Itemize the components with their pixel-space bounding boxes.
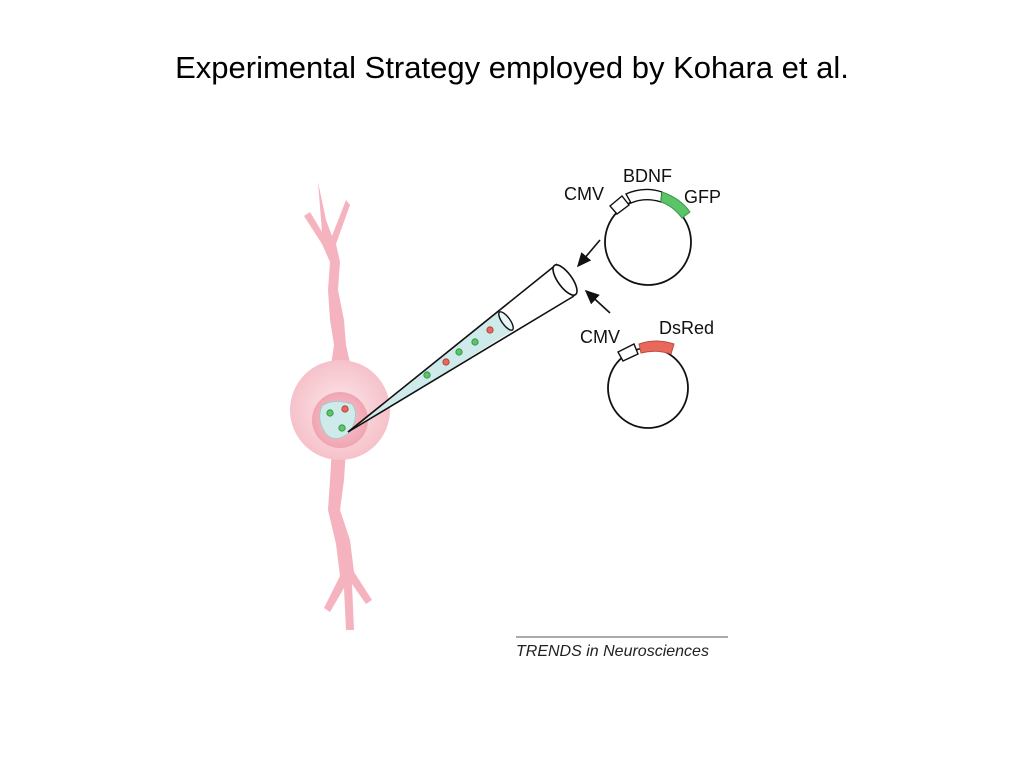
arrow-from-bottom-plasmid <box>584 289 611 314</box>
credit-text: TRENDS in Neurosciences <box>516 643 709 660</box>
gfp-dot <box>471 338 479 346</box>
gfp-segment <box>660 191 691 219</box>
upper-dendrite <box>304 182 352 372</box>
label-bdnf: BDNF <box>623 166 672 186</box>
gfp-dot <box>423 371 431 379</box>
label-gfp: GFP <box>684 187 721 207</box>
micropipette <box>347 263 578 433</box>
neuron <box>290 182 390 630</box>
plasmid-ring <box>607 347 689 429</box>
gfp-dot <box>338 424 346 432</box>
dsred-dot <box>341 405 349 413</box>
label-cmv-top: CMV <box>564 184 604 204</box>
pipette-opening <box>552 264 578 296</box>
arrow-from-top-plasmid <box>576 239 601 268</box>
lower-axon <box>324 448 372 630</box>
bdnf-segment <box>625 188 663 204</box>
dsred-segment <box>638 340 675 355</box>
liquid-meniscus <box>498 311 514 331</box>
gfp-dot <box>455 348 463 356</box>
dsred-dot <box>442 358 450 366</box>
label-dsred: DsRed <box>659 318 714 338</box>
slide-title: Experimental Strategy employed by Kohara… <box>175 50 849 85</box>
label-cmv-bottom: CMV <box>580 327 620 347</box>
dsred-dot <box>486 326 494 334</box>
plasmid-bdnf-gfp: CMV BDNF GFP <box>564 166 721 286</box>
gfp-dot <box>326 409 334 417</box>
cmv-segment <box>617 343 639 362</box>
cmv-segment <box>609 194 630 215</box>
plasmid-dsred: CMV DsRed <box>580 318 714 429</box>
